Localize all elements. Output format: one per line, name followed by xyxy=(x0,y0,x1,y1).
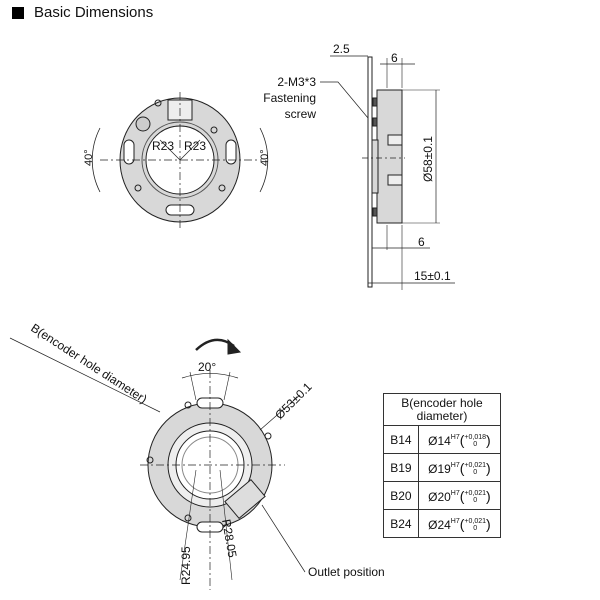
bottom-r-outer: R28.05 xyxy=(219,518,240,559)
side-body xyxy=(376,89,403,224)
section-title: Basic Dimensions xyxy=(34,4,154,21)
bottom-angle: 20° xyxy=(198,360,216,374)
bullet-square-icon xyxy=(12,6,24,19)
screw-label-3: screw xyxy=(285,107,317,121)
side-view xyxy=(320,55,455,290)
lower: 0 xyxy=(473,468,478,476)
side-dim-top: 6 xyxy=(391,51,398,65)
lower: 0 xyxy=(473,524,478,532)
side-dim-bottom: 6 xyxy=(418,235,425,249)
dia: Ø20 xyxy=(428,489,451,504)
fit: H7 xyxy=(450,433,460,441)
outlet-connector xyxy=(224,478,266,520)
top-angle-right: 40° xyxy=(259,149,271,166)
bottom-view xyxy=(9,337,306,590)
hole-diameter-table: B(encoder hole diameter) B14 Ø14H7(+0,01… xyxy=(383,393,502,538)
table-header-row: B(encoder hole diameter) xyxy=(383,393,501,426)
top-screw xyxy=(135,116,151,132)
bottom-diameter: Ø53±0.1 xyxy=(272,380,315,423)
fit: H7 xyxy=(450,461,460,469)
lower: 0 xyxy=(473,496,478,504)
rotation-arrow-icon xyxy=(227,338,242,355)
screw-label-2: Fastening xyxy=(263,91,316,105)
top-r-right: R23 xyxy=(184,139,206,153)
upper: +0,021 xyxy=(464,517,487,525)
header-line-2: diameter) xyxy=(416,408,468,423)
hole-diameter-label: B(encoder hole diameter) xyxy=(28,321,149,406)
row-code: B19 xyxy=(383,453,419,482)
upper: +0,018 xyxy=(464,433,487,441)
row-code: B24 xyxy=(383,509,419,538)
top-view xyxy=(91,92,269,228)
row-code: B20 xyxy=(383,481,419,510)
fit: H7 xyxy=(450,517,460,525)
upper: +0,021 xyxy=(464,489,487,497)
top-r-left: R23 xyxy=(152,139,174,153)
lower: 0 xyxy=(473,440,478,448)
outlet-label: Outlet position xyxy=(308,565,385,579)
table-header: B(encoder hole diameter) xyxy=(383,393,501,426)
section-header: Basic Dimensions xyxy=(12,4,153,21)
top-angle-left: 40° xyxy=(83,149,95,166)
side-dim-plate: 2.5 xyxy=(333,42,350,56)
dia: Ø24 xyxy=(428,517,451,532)
side-dim-depth: 15±0.1 xyxy=(414,269,451,283)
bottom-r-inner: R24.95 xyxy=(179,546,193,585)
row-code: B14 xyxy=(383,425,419,454)
side-dim-diameter: Ø58±0.1 xyxy=(421,136,435,182)
screw-label-1: 2-M3*3 xyxy=(277,75,316,89)
fit: H7 xyxy=(450,489,460,497)
header-line-1: B(encoder hole xyxy=(401,395,483,410)
dia: Ø14 xyxy=(428,433,451,448)
dia: Ø19 xyxy=(428,461,451,476)
upper: +0,021 xyxy=(464,461,487,469)
